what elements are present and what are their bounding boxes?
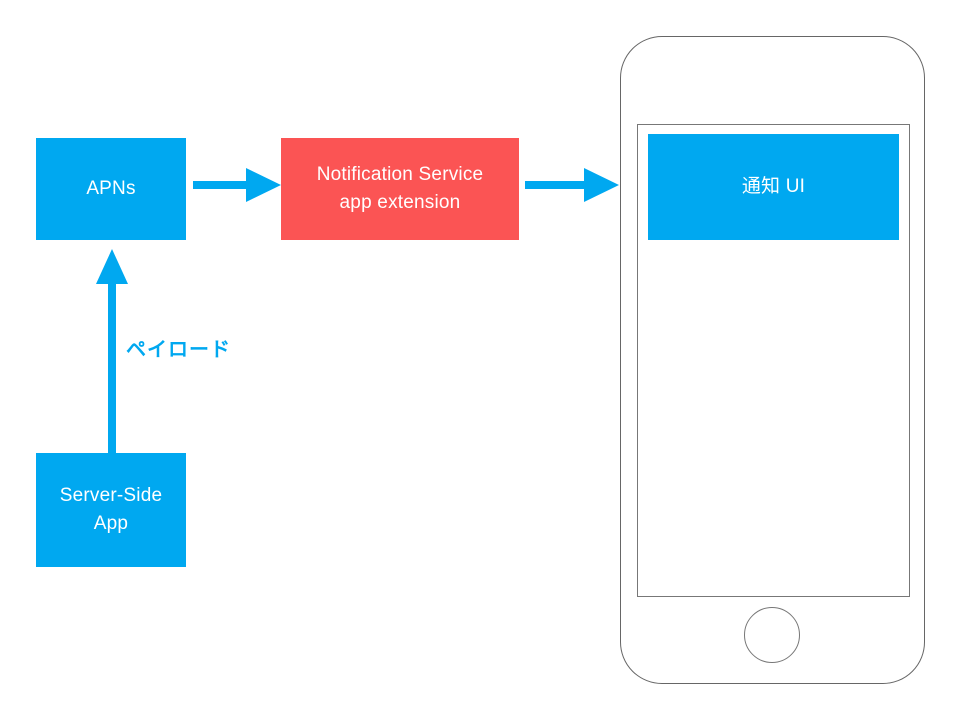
node-server-side-app[interactable]: Server-Side App [36, 453, 186, 567]
node-apns[interactable]: APNs [36, 138, 186, 240]
edge-label-payload: ペイロード [126, 339, 231, 361]
arrow-extension-to-device [525, 168, 619, 202]
node-notification-ui[interactable]: 通知 UI [648, 134, 899, 240]
node-notification-service-app-extension[interactable]: Notification Service app extension [281, 138, 519, 240]
arrow-server-to-apns [96, 249, 128, 453]
device-home-button-icon[interactable] [744, 607, 800, 663]
arrow-apns-to-extension [193, 168, 281, 202]
